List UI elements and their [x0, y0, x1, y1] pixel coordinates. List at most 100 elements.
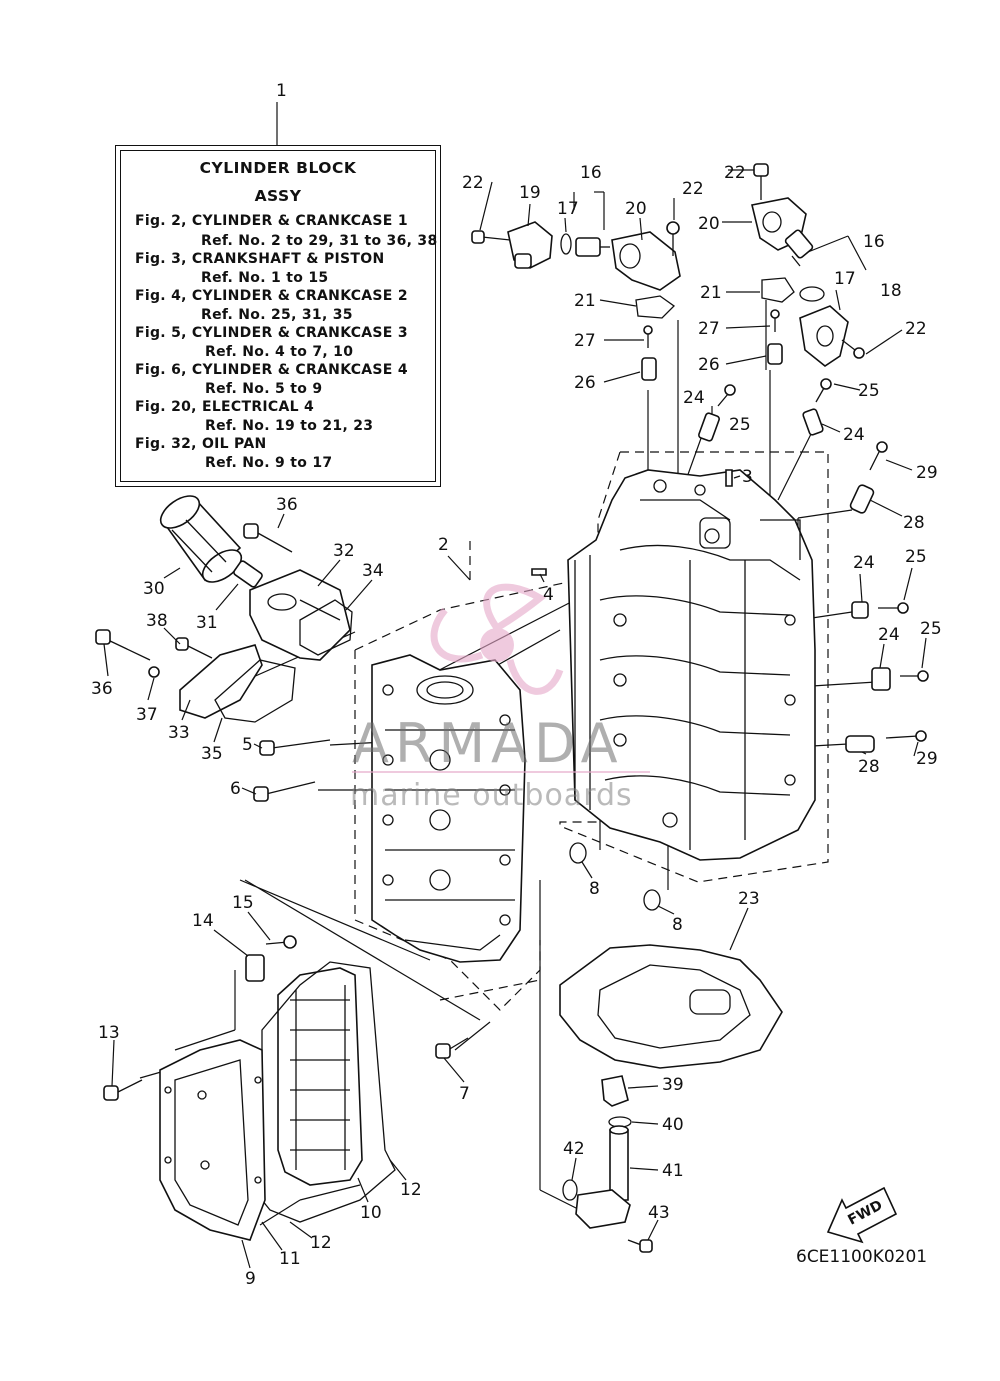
callout-number: 33: [168, 723, 190, 743]
grommet-24-b: [802, 408, 823, 435]
callout-number: 2: [438, 535, 449, 555]
o-ring-42: [563, 1180, 577, 1200]
callout-number: 28: [903, 513, 925, 533]
callout-number: 17: [557, 199, 579, 219]
callout-number: 37: [136, 705, 158, 725]
callout-number: 3: [742, 467, 753, 487]
bolt-15: [266, 936, 296, 948]
fig-entry: Fig. 4, CYLINDER & CRANKCASE 2: [135, 288, 408, 304]
bolt-36-upper: [244, 524, 292, 552]
cylinder-block-assy-box: CYLINDER BLOCK ASSY Fig. 2, CYLINDER & C…: [115, 145, 441, 487]
callout-number: 19: [519, 183, 541, 203]
callout-number: 24: [878, 625, 900, 645]
bolt-38: [176, 638, 212, 658]
bolt-25-d: [900, 671, 928, 681]
plate-33: [180, 645, 262, 718]
gasket-23: [560, 945, 782, 1068]
callout-number: 16: [580, 163, 602, 183]
callout-number: 5: [242, 735, 253, 755]
thermostat-16-b: [784, 229, 813, 266]
bolt-29-b: [886, 731, 926, 741]
watermark-tagline: marine outboards: [350, 778, 633, 813]
gasket-17-b: [800, 287, 824, 301]
fwd-arrow: [828, 1188, 896, 1242]
housing-20-a: [612, 232, 680, 290]
callout-number: 24: [843, 425, 865, 445]
grommet-24-a: [698, 412, 720, 441]
callout-number: 39: [662, 1075, 684, 1095]
callout-number: 31: [196, 613, 218, 633]
ref-entry: Ref. No. 2 to 29, 31 to 36, 38: [201, 233, 438, 249]
exhaust-cover-9: [160, 1040, 265, 1240]
callout-leaders: [104, 170, 926, 1268]
anode-14: [246, 955, 264, 981]
pin-4: [532, 569, 546, 575]
o-ring-8-left: [570, 843, 586, 863]
plug-39: [602, 1076, 628, 1106]
collar-26-b: [768, 344, 782, 364]
bolt-27-b: [771, 310, 779, 332]
callout-number: 42: [563, 1139, 585, 1159]
callout-number: 43: [648, 1203, 670, 1223]
drawing-code: 6CE1100K0201: [796, 1247, 928, 1267]
callout-number: 14: [192, 911, 214, 931]
callout-number: 8: [589, 879, 600, 899]
callout-number: 36: [276, 495, 298, 515]
thermostat-16-a: [576, 238, 610, 256]
callout-number: 22: [724, 163, 746, 183]
fig-entry: Fig. 6, CYLINDER & CRANKCASE 4: [135, 362, 408, 378]
bolt-6: [254, 782, 315, 801]
collar-28-b: [846, 736, 874, 752]
callout-number: 7: [459, 1084, 470, 1104]
bolt-22-d: [842, 340, 864, 358]
callout-number: 25: [905, 547, 927, 567]
callout-number: 10: [360, 1203, 382, 1223]
callout-number: 25: [729, 415, 751, 435]
callout-number: 20: [625, 199, 647, 219]
callout-number: 18: [880, 281, 902, 301]
callout-number: 12: [310, 1233, 332, 1253]
bolt-5: [260, 740, 330, 755]
info-box-inner-border: CYLINDER BLOCK ASSY Fig. 2, CYLINDER & C…: [120, 150, 438, 482]
bolt-7: [436, 1038, 468, 1058]
callout-number: 6: [230, 779, 241, 799]
callout-number: 28: [858, 757, 880, 777]
box-title-line2: ASSY: [254, 187, 302, 205]
callout-number: 29: [916, 463, 938, 483]
callout-number: 11: [279, 1249, 301, 1269]
bolt-22-b: [667, 222, 679, 256]
bolt-25-c: [878, 603, 908, 613]
callout-number: 13: [98, 1023, 120, 1043]
callout-number: 4: [543, 585, 554, 605]
fig-entry: Fig. 5, CYLINDER & CRANKCASE 3: [135, 325, 408, 341]
callout-number: 9: [245, 1269, 256, 1289]
callout-number: 22: [682, 179, 704, 199]
pin-3: [726, 470, 732, 486]
callout-number: 23: [738, 889, 760, 909]
ref-entry: Ref. No. 25, 31, 35: [201, 307, 353, 323]
callout-number: 21: [700, 283, 722, 303]
callout-number: 25: [858, 381, 880, 401]
pin-37: [149, 667, 159, 677]
callout-number: 16: [863, 232, 885, 252]
bolt-13: [104, 1080, 142, 1100]
gasket-21-a: [636, 296, 674, 318]
cylinder-block: [372, 655, 525, 962]
gasket-21-b: [762, 278, 794, 302]
callout-number: 26: [698, 355, 720, 375]
gasket-35: [215, 660, 295, 722]
fig-entry: Fig. 20, ELECTRICAL 4: [135, 399, 315, 415]
bolt-25-b: [816, 379, 831, 402]
fig-entry: Fig. 32, OIL PAN: [135, 436, 267, 452]
grommet-24-d: [872, 668, 890, 690]
callout-number: 12: [400, 1180, 422, 1200]
callout-number: 40: [662, 1115, 684, 1135]
callout-number: 25: [920, 619, 942, 639]
watermark-logo: [352, 587, 650, 772]
callout-number: 20: [698, 214, 720, 234]
callout-number: 41: [662, 1161, 684, 1181]
callout-number: 8: [672, 915, 683, 935]
cover-18: [800, 306, 848, 366]
